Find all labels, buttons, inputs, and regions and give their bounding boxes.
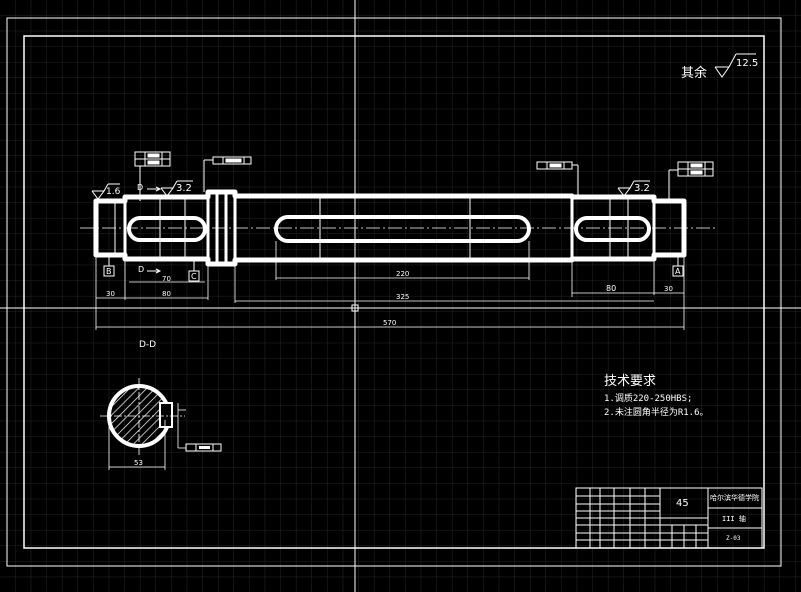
roughness-left-journal-value: 3.2	[176, 183, 192, 194]
title-school: 哈尔滨华德学院	[710, 493, 759, 502]
svg-text:A: A	[675, 267, 681, 276]
svg-text:B: B	[106, 267, 112, 276]
datum-c: C	[188, 259, 200, 282]
cut-letter-top: D	[137, 183, 143, 192]
roughness-other-note: 其余 12.5	[681, 53, 758, 81]
shaft-section-lines	[114, 196, 629, 260]
inner-frame	[23, 35, 765, 549]
outer-frame	[6, 17, 782, 567]
datum-b: B	[103, 255, 115, 277]
dim-570: 570	[383, 319, 396, 327]
dim-70: 70	[162, 275, 171, 283]
svg-text:C: C	[191, 272, 197, 281]
roughness-left-end-value: 1.6	[106, 187, 121, 197]
roughness-other-label: 其余	[681, 65, 707, 81]
dim-80-left: 80	[162, 290, 171, 298]
title-material: 45	[676, 498, 689, 509]
datum-a: A	[672, 255, 684, 277]
shaft-step-lines	[123, 194, 656, 262]
gtol-frame-right	[536, 161, 579, 196]
title-part-name: III 轴	[722, 514, 746, 523]
title-block	[575, 487, 763, 549]
cut-letter-bottom: D	[138, 265, 144, 274]
dim-30-right: 30	[664, 285, 673, 293]
tech-req-item-1: 1.调质220-250HBS;	[604, 392, 692, 404]
gtol-frame-left-2	[203, 156, 252, 192]
section-width-dim: 53	[134, 459, 143, 467]
gtol-frame-right-2	[668, 161, 714, 201]
section-title: D-D	[139, 340, 156, 350]
tech-req-item-2: 2.未注圆角半径为R1.6。	[604, 406, 709, 418]
keyway-left	[127, 216, 207, 242]
roughness-other-value: 12.5	[736, 58, 758, 69]
section-view-dd	[100, 378, 222, 470]
dim-30-left: 30	[106, 290, 115, 298]
roughness-right-journal-value: 3.2	[634, 183, 650, 194]
section-cut-marks	[147, 186, 162, 274]
keyway-right	[574, 216, 651, 242]
dimension-lines	[95, 241, 685, 330]
roughness-mark-right-journal: 3.2	[617, 180, 650, 197]
dim-80-right: 80	[606, 284, 616, 293]
keyway-middle	[274, 215, 531, 243]
dim-220: 220	[396, 270, 409, 278]
gtol-frame-left	[134, 151, 171, 201]
dim-325: 325	[396, 293, 409, 301]
tech-req-title: 技术要求	[604, 374, 656, 389]
roughness-mark-left-journal: 3.2	[160, 180, 193, 197]
title-drawing-no: Z-03	[726, 535, 741, 542]
roughness-mark-left-end: 1.6	[91, 183, 121, 200]
